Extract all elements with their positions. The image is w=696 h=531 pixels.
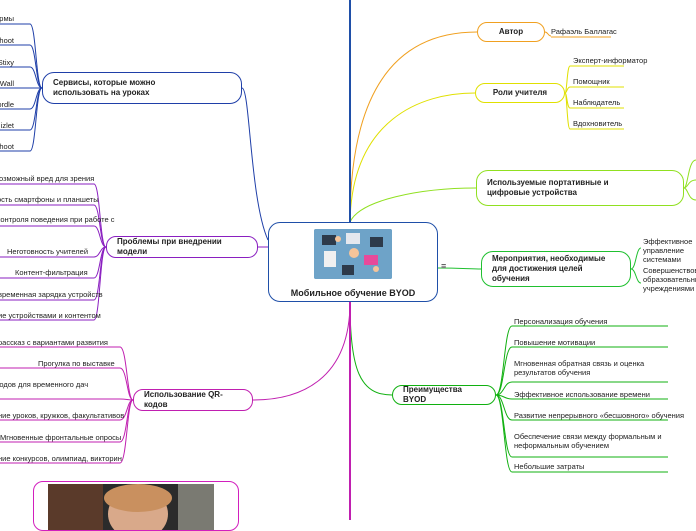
connector-problem-2 <box>93 225 107 248</box>
leaf-qr-lessons[interactable]: ние уроков, кружков, факультативов <box>0 411 125 420</box>
leaf-service-4[interactable]: Wall <box>0 79 14 88</box>
branch-services-label: Сервисы, которые можно использовать на у… <box>53 78 156 97</box>
leaf-service-5[interactable]: ordle <box>0 100 14 109</box>
leaf-problem-vision[interactable]: Возможный вред для зрения <box>0 174 95 183</box>
connector-byod-benefits <box>349 301 393 396</box>
leaf-benefit-seamless[interactable]: Развитие непрерывного «бесшовного» обуче… <box>514 411 685 420</box>
branch-qr-codes-label: Использование QR-кодов <box>144 390 223 409</box>
connector-role-3 <box>564 92 571 130</box>
leaf-activity-management[interactable]: Эффективное управление системами <box>643 237 693 264</box>
axis-line-bottom-left <box>349 302 351 520</box>
connector-qr-1 <box>119 367 134 401</box>
central-topic-title: Мобильное обучение BYOD <box>290 288 416 298</box>
leaf-benefit-low-cost[interactable]: Небольшие затраты <box>514 462 585 471</box>
branch-byod-benefits[interactable]: Преимущества BYOD <box>392 385 496 405</box>
connector-benefit-1 <box>495 346 513 396</box>
branch-activities-label: Мероприятия, необходимые для достижения … <box>492 254 606 283</box>
connector-devices <box>349 187 477 223</box>
connector-benefit-0 <box>495 325 513 396</box>
connector-device-0 <box>683 159 696 189</box>
connector-service-2 <box>29 66 43 89</box>
connector-device-2 <box>683 187 696 201</box>
branch-author-label: Автор <box>498 27 524 36</box>
leaf-problem-filtering[interactable]: Контент-фильтрация <box>15 268 88 277</box>
leaf-benefit-time[interactable]: Эффективное использование времени <box>514 390 650 399</box>
connector-activities <box>437 267 482 270</box>
branch-author[interactable]: Автор <box>477 22 545 42</box>
leaf-qr-story[interactable]: рассказ с вариантами развития <box>0 338 108 347</box>
branch-services[interactable]: Сервисы, которые можно использовать на у… <box>42 72 242 104</box>
leaf-role-helper[interactable]: Помощник <box>573 77 610 86</box>
video-embed[interactable] <box>33 481 239 531</box>
branch-devices[interactable]: Используемые портативные и цифровые устр… <box>476 170 684 206</box>
connector-service-6 <box>29 87 43 152</box>
leaf-problem-teachers[interactable]: Неготовность учителей <box>7 247 89 256</box>
branch-problems-label: Проблемы при внедрении модели <box>117 237 222 256</box>
leaf-problem-devices[interactable]: ость смартфоны и планшеты <box>0 195 99 204</box>
leaf-benefit-feedback[interactable]: Мгновенная обратная связь и оценка резул… <box>514 359 645 377</box>
connector-services <box>241 87 269 241</box>
branch-problems[interactable]: Проблемы при внедрении модели <box>106 236 258 258</box>
connector-qr-0 <box>119 346 134 401</box>
leaf-qr-temporary[interactable]: кодов для временного дач <box>0 380 89 389</box>
connector-qr-5 <box>119 399 134 464</box>
leaf-benefit-personalization[interactable]: Персонализация обучения <box>514 317 608 326</box>
branch-devices-label: Используемые портативные и цифровые устр… <box>487 178 609 197</box>
notes-icon[interactable]: ≡ <box>441 261 447 271</box>
connector-author <box>349 31 478 223</box>
connector-benefit-5 <box>495 394 513 458</box>
branch-activities[interactable]: Мероприятия, необходимые для достижения … <box>481 251 631 287</box>
connector-activity-1 <box>630 268 642 284</box>
central-topic[interactable]: Мобильное обучение BYOD <box>268 222 438 302</box>
connector-author-leaf <box>544 31 552 37</box>
leaf-service-1[interactable]: ормы <box>0 14 14 23</box>
connector-teacher-roles <box>349 92 476 223</box>
connector-problem-6 <box>93 246 107 321</box>
branch-teacher-roles-label: Роли учителя <box>492 88 548 97</box>
connector-service-1 <box>29 44 43 89</box>
leaf-service-3[interactable]: Stixy <box>0 58 14 67</box>
collaboration-photo <box>314 229 392 279</box>
leaf-qr-contests[interactable]: ние конкурсов, олимпиад, викторин <box>0 454 122 463</box>
branch-teacher-roles[interactable]: Роли учителя <box>475 83 565 103</box>
leaf-problem-charging[interactable]: временная зарядка устройств <box>0 290 103 299</box>
mindmap-connectors <box>0 23 696 473</box>
video-thumbnail[interactable] <box>48 484 214 530</box>
leaf-benefit-formal-informal[interactable]: Обеспечение связи между формальным и неф… <box>514 432 662 450</box>
leaf-qr-polls[interactable]: Мгновенные фронтальные опросы <box>0 433 122 442</box>
leaf-service-6[interactable]: izlet <box>0 121 14 130</box>
leaf-service-2[interactable]: Kahoot <box>0 36 14 45</box>
leaf-problem-control[interactable]: ие устройствами и контентом <box>0 311 101 320</box>
connector-activity-0 <box>630 247 642 270</box>
leaf-author-name[interactable]: Рафаэль Баллагас <box>551 27 617 36</box>
leaf-qr-exhibition[interactable]: Прогулка по выставке <box>38 359 115 368</box>
branch-byod-benefits-label: Преимущества BYOD <box>403 385 462 404</box>
leaf-role-inspirer[interactable]: Вдохновитель <box>573 119 623 128</box>
leaf-benefit-motivation[interactable]: Повышение мотивации <box>514 338 596 347</box>
leaf-role-expert[interactable]: Эксперт-информатор <box>573 56 648 65</box>
leaf-role-observer[interactable]: Наблюдатель <box>573 98 621 107</box>
axis-line-top-right <box>349 0 351 222</box>
connector-benefit-6 <box>495 394 513 473</box>
leaf-problem-behavior[interactable]: контроля поведения при работе с <box>0 215 115 224</box>
connector-problem-1 <box>93 204 107 248</box>
leaf-activity-improvement[interactable]: Совершенствование образовательных учрежд… <box>643 266 696 293</box>
branch-qr-codes[interactable]: Использование QR-кодов <box>133 389 253 411</box>
connector-qr-codes <box>252 301 351 401</box>
leaf-service-7[interactable]: hoot <box>0 142 14 151</box>
